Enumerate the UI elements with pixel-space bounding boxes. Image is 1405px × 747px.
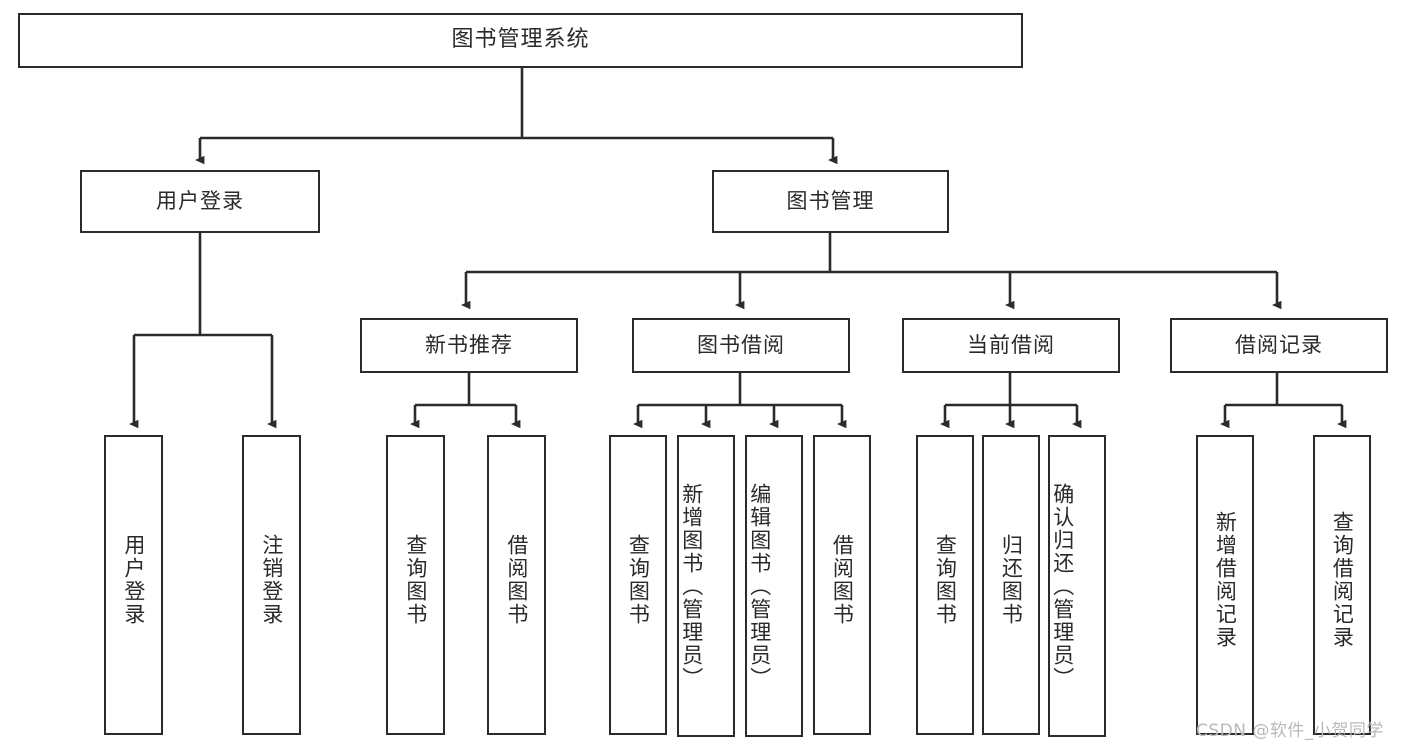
csdn-watermark: CSDN @软件_小贺同学 (1196, 721, 1384, 741)
node-label: 查询图书 (626, 534, 651, 626)
node-current-borrowing[interactable]: 当前借阅 (902, 318, 1120, 373)
node-label: 当前借阅 (967, 332, 1055, 357)
node-new-book-recommendation[interactable]: 新书推荐 (360, 318, 578, 373)
leaf-user-login-login[interactable]: 用户登录 (104, 435, 163, 735)
node-root-library-management-system[interactable]: 图书管理系统 (18, 13, 1023, 68)
leaf-book-borrow-borrow-books[interactable]: 借阅图书 (813, 435, 871, 735)
node-label: 查询图书 (933, 534, 958, 626)
leaf-user-login-logout[interactable]: 注销登录 (242, 435, 301, 735)
leaf-new-book-borrow-books[interactable]: 借阅图书 (487, 435, 546, 735)
node-label: 确认归还（管理员） (1050, 482, 1075, 690)
node-label: 用户登录 (121, 534, 146, 626)
node-user-login[interactable]: 用户登录 (80, 170, 320, 233)
node-label: 新增借阅记录 (1213, 511, 1238, 649)
leaf-current-borrow-return-books[interactable]: 归还图书 (982, 435, 1040, 735)
node-label: 新增图书（管理员） (679, 482, 704, 690)
leaf-borrow-record-query-record[interactable]: 查询借阅记录 (1313, 435, 1371, 735)
leaf-book-borrow-edit-book-admin[interactable]: 编辑图书（管理员） (745, 435, 803, 737)
node-borrow-records[interactable]: 借阅记录 (1170, 318, 1388, 373)
node-book-management[interactable]: 图书管理 (712, 170, 949, 233)
leaf-book-borrow-query-books[interactable]: 查询图书 (609, 435, 667, 735)
node-label: 查询借阅记录 (1330, 511, 1355, 649)
node-label: 图书借阅 (697, 332, 785, 357)
leaf-borrow-record-add-record[interactable]: 新增借阅记录 (1196, 435, 1254, 735)
node-label: 借阅图书 (504, 534, 529, 626)
leaf-book-borrow-add-book-admin[interactable]: 新增图书（管理员） (677, 435, 735, 737)
node-label: 用户登录 (156, 188, 244, 213)
node-label: 注销登录 (259, 534, 284, 626)
node-label: 新书推荐 (425, 332, 513, 357)
node-label: 借阅记录 (1235, 332, 1323, 357)
node-label: 编辑图书（管理员） (747, 482, 772, 690)
node-label: 借阅图书 (830, 534, 855, 626)
leaf-new-book-query-books[interactable]: 查询图书 (386, 435, 445, 735)
node-label: 图书管理系统 (451, 27, 590, 53)
node-label: 查询图书 (403, 534, 428, 626)
node-label: 图书管理 (786, 188, 875, 213)
leaf-current-borrow-query-books[interactable]: 查询图书 (916, 435, 974, 735)
node-book-borrowing[interactable]: 图书借阅 (632, 318, 850, 373)
leaf-current-borrow-confirm-return-admin[interactable]: 确认归还（管理员） (1048, 435, 1106, 737)
node-label: 归还图书 (999, 534, 1024, 626)
